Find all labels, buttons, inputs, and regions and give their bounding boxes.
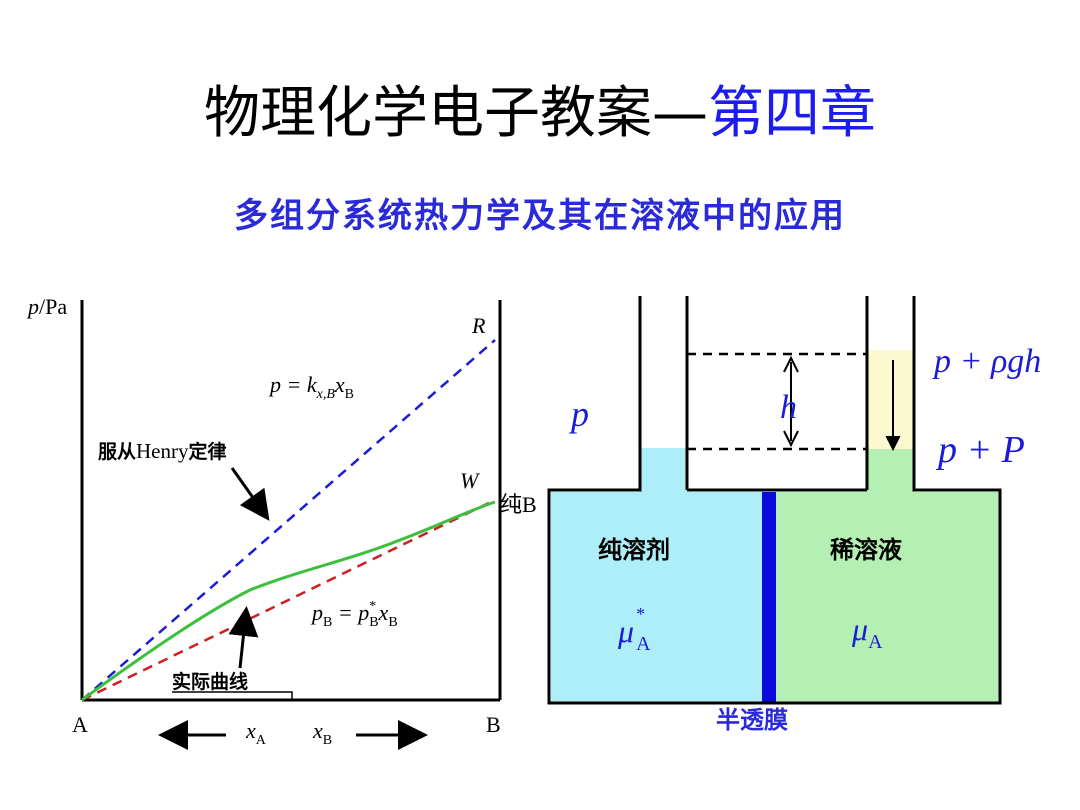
- pure-b-label: 纯B: [500, 492, 537, 517]
- container-outline: [547, 296, 1002, 705]
- height-label: h: [780, 389, 797, 426]
- title-main: 物理化学电子教案—: [204, 81, 708, 146]
- right-pressure-label: p + P: [935, 429, 1025, 471]
- osmosis-apparatus: h p p + ρgh p + P 纯溶剂 稀溶液 μ*A μA 半透膜: [547, 296, 1041, 734]
- raoult-law-line: [81, 498, 496, 702]
- title-chapter: 第四章: [708, 81, 876, 146]
- height-arrow-top: [783, 355, 799, 373]
- pure-solvent-region: [551, 492, 763, 702]
- right-column-liquid: [867, 449, 914, 494]
- xa-label: xA: [245, 718, 267, 748]
- top-right-pressure-label: p + ρgh: [932, 343, 1041, 380]
- mu-a-label: μA: [851, 611, 883, 653]
- left-column-liquid: [640, 448, 687, 494]
- dilute-solution-region: [775, 492, 999, 702]
- pure-solvent-label: 纯溶剂: [598, 536, 670, 564]
- actual-curve: [81, 500, 496, 702]
- henry-equation: p = kx,BxB: [268, 372, 354, 402]
- raoult-equation: pB = p*BxB: [310, 599, 398, 630]
- dilute-solution-label: 稀溶液: [830, 536, 902, 564]
- henry-label-arrow: [230, 467, 270, 521]
- right-column-raised: [867, 350, 914, 449]
- vapor-pressure-graph: p/Pa A B R W 纯B p = kx,BxB pB = p*BxB 服从…: [26, 294, 537, 750]
- actual-curve-label: 实际曲线: [172, 670, 248, 693]
- page-subtitle: 多组分系统热力学及其在溶液中的应用: [234, 196, 846, 236]
- left-pressure-label: p: [568, 394, 589, 434]
- membrane-label: 半透膜: [716, 706, 788, 734]
- label-r: R: [471, 313, 486, 338]
- origin-label: A: [72, 712, 88, 737]
- xb-label: xB: [312, 718, 332, 748]
- height-arrow-bottom: [783, 430, 799, 448]
- pressure-arrow-head: [885, 435, 901, 452]
- semipermeable-membrane: [762, 492, 776, 702]
- label-w: W: [460, 468, 480, 493]
- y-axis-label: p/Pa: [26, 294, 67, 319]
- label-underline: [172, 691, 293, 700]
- henry-law-label: 服从Henry定律: [98, 439, 227, 463]
- page-title: 物理化学电子教案—第四章: [0, 68, 1080, 149]
- mu-star-a-label: μ*A: [617, 604, 651, 655]
- henry-law-line: [81, 339, 496, 701]
- actual-curve-arrow: [228, 606, 259, 669]
- end-label: B: [486, 712, 501, 737]
